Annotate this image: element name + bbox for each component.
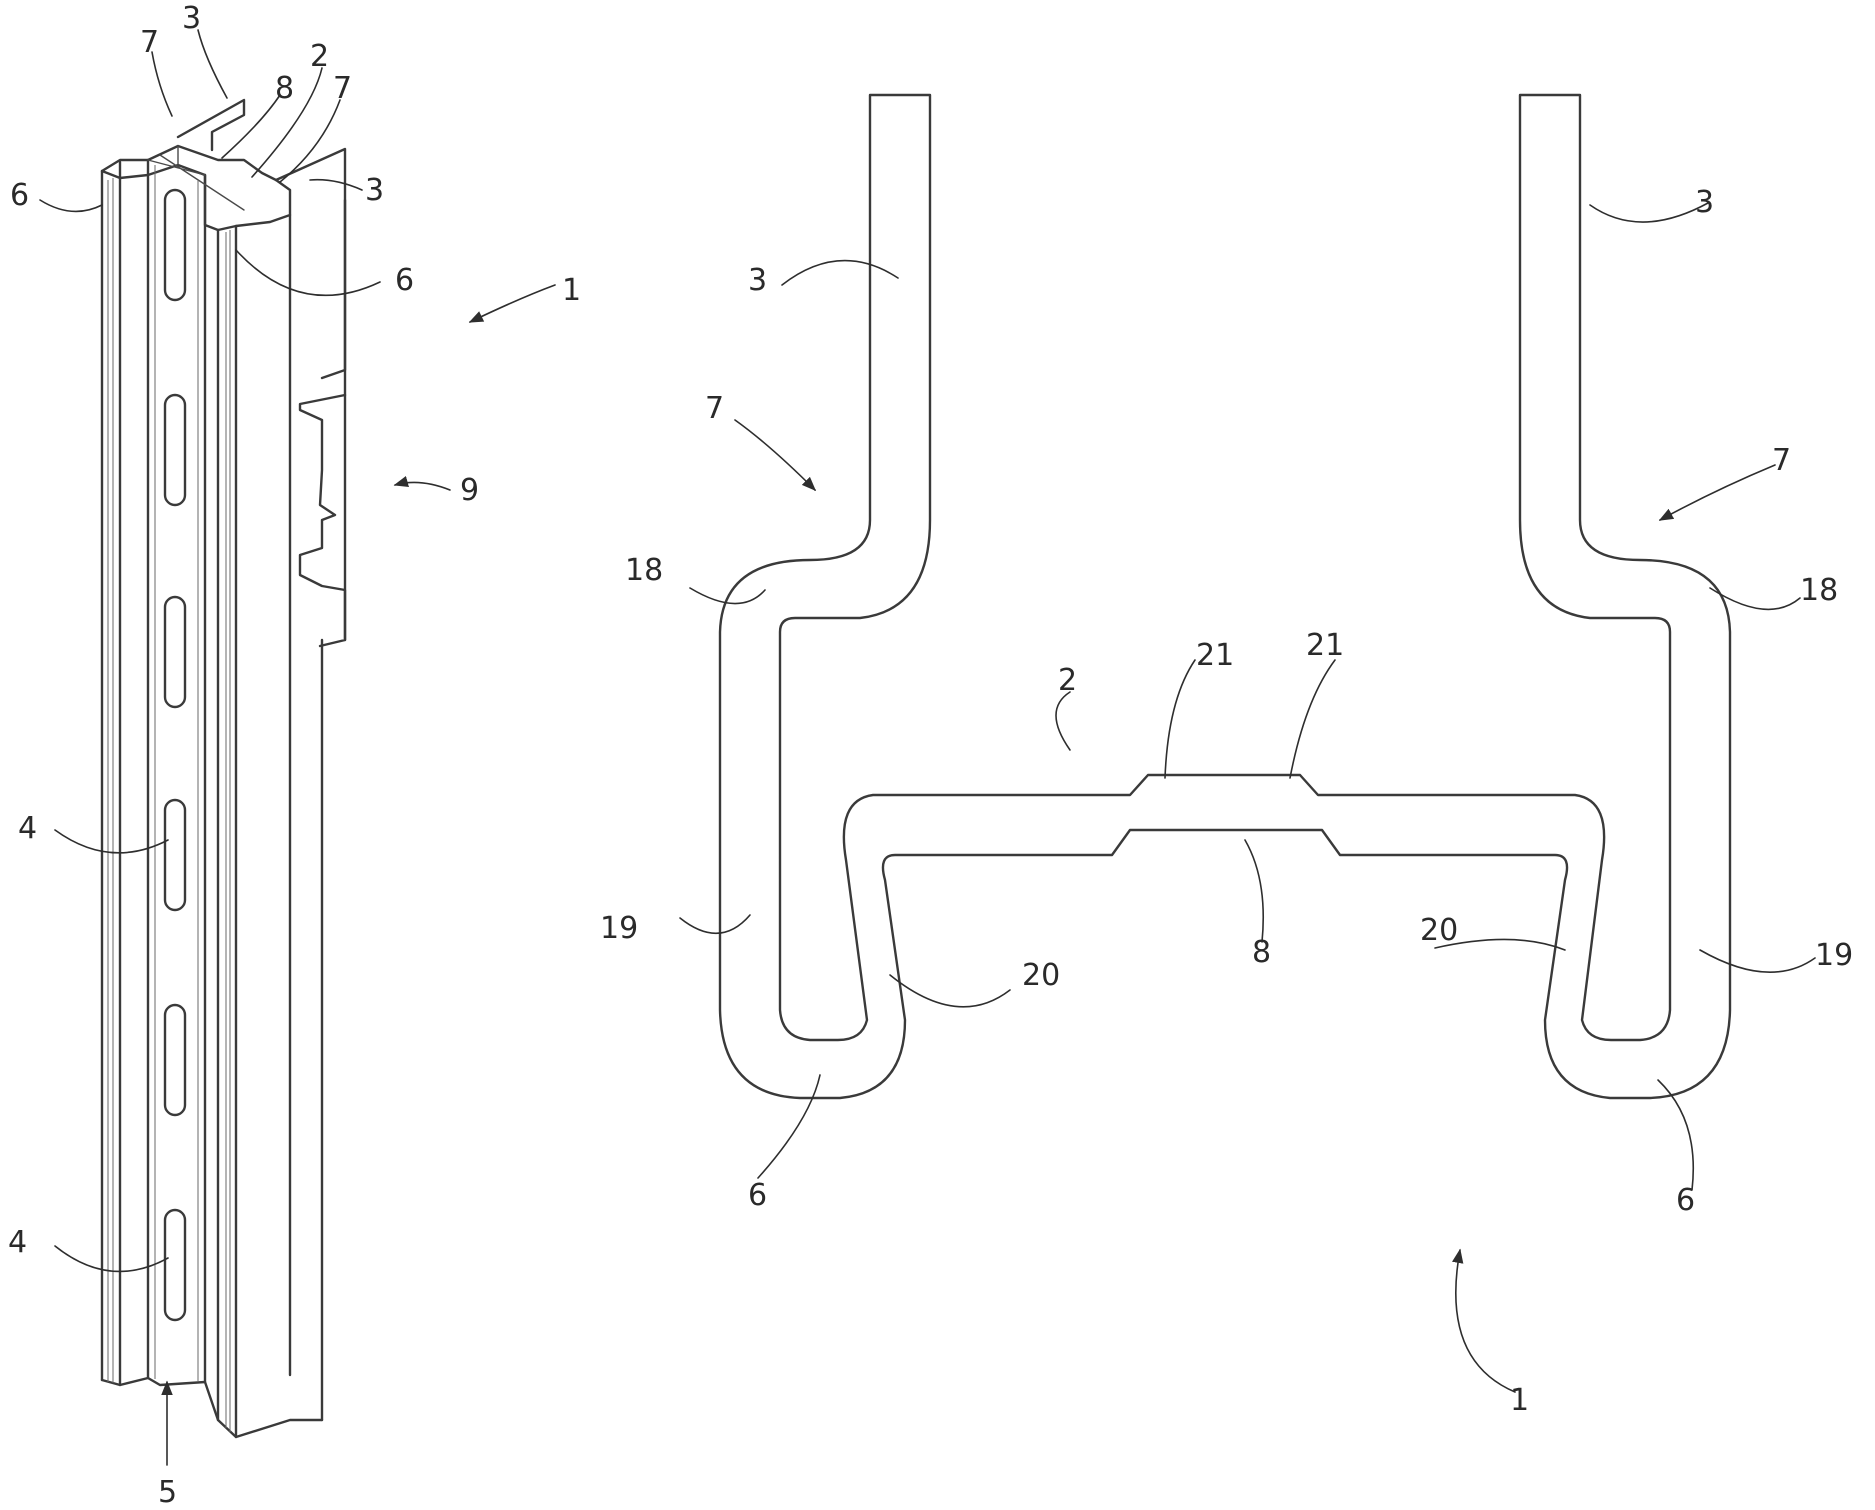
leader-bend-left — [689, 587, 766, 605]
leader-inner-right — [1434, 938, 1566, 951]
leader-edge-right — [1657, 1079, 1695, 1191]
shading — [107, 165, 231, 1432]
leader-web — [251, 67, 323, 178]
leader-lip-right — [1658, 464, 1776, 521]
leader-rail — [1452, 1248, 1516, 1393]
label-slot-a: 4 — [18, 811, 37, 846]
label-step-right: 21 — [1306, 628, 1344, 663]
label-flange-right: 3 — [1695, 185, 1714, 220]
leader-lip-a — [151, 51, 173, 117]
label-web: 2 — [310, 39, 329, 74]
leader-flange-left — [781, 259, 899, 286]
slots — [163, 188, 187, 1322]
label-channel: 8 — [1252, 935, 1271, 970]
body-back-edge — [320, 198, 347, 1422]
label-edge-right: 6 — [1676, 1183, 1695, 1218]
top-rim — [100, 144, 292, 232]
leader-bend-right — [1709, 587, 1801, 611]
label-edge-left: 6 — [748, 1178, 767, 1213]
slot — [163, 188, 187, 302]
leader-flange-a — [197, 29, 228, 99]
rear-flange-right — [274, 147, 347, 380]
label-lip-left: 7 — [705, 391, 724, 426]
slot — [163, 393, 187, 507]
leader-web — [1055, 691, 1071, 751]
top-web — [147, 145, 245, 211]
label-wall-right: 19 — [1815, 938, 1853, 973]
leader-lip-left — [734, 419, 817, 492]
leader-edge-b — [235, 249, 381, 297]
label-lip-b: 7 — [333, 71, 352, 106]
label-inner-left: 20 — [1022, 958, 1060, 993]
leader-channel — [1244, 839, 1265, 943]
label-inner-right: 20 — [1420, 913, 1458, 948]
leader-step-left — [1164, 659, 1196, 779]
rear-flange-left — [176, 98, 246, 152]
leader-edge-a — [39, 199, 103, 213]
label-lip-right: 7 — [1772, 443, 1791, 478]
label-edge-a: 6 — [10, 178, 29, 213]
label-lip-a: 7 — [140, 25, 159, 60]
label-flange-b: 3 — [365, 173, 384, 208]
leader-flange-right — [1589, 202, 1709, 223]
leader-inner-left — [889, 974, 1011, 1008]
slot — [163, 1208, 187, 1322]
label-edge-b: 6 — [395, 263, 414, 298]
label-bend-right: 18 — [1800, 573, 1838, 608]
slot — [163, 1003, 187, 1117]
leader-slot-a — [54, 829, 169, 854]
slot — [163, 595, 187, 709]
label-slot-b: 4 — [8, 1225, 27, 1260]
notch — [298, 393, 347, 648]
bottom-edge — [100, 1376, 324, 1439]
label-wall-left: 19 — [600, 911, 638, 946]
leader-wall-right — [1699, 949, 1816, 973]
label-flange-left: 3 — [748, 263, 767, 298]
slot — [163, 798, 187, 912]
leader-flange-b — [309, 178, 363, 191]
perspective-view: 3 7 2 8 7 3 6 6 1 9 4 4 5 — [8, 1, 581, 1510]
label-rail: 1 — [562, 273, 581, 308]
label-notch: 9 — [460, 473, 479, 508]
leader-rail — [468, 284, 556, 323]
label-channel: 8 — [275, 71, 294, 106]
profile-outer — [718, 93, 1732, 1100]
leader-lip-b — [279, 99, 341, 183]
leader-slot-b — [54, 1245, 169, 1273]
leader-edge-left — [757, 1074, 821, 1179]
leader-wall-left — [679, 914, 751, 935]
label-groove: 5 — [158, 1475, 177, 1510]
leader-channel — [221, 94, 281, 159]
section-view: 3 3 7 7 18 18 2 21 21 19 19 20 20 8 6 6 … — [600, 93, 1853, 1418]
label-bend-left: 18 — [625, 553, 663, 588]
leader-step-right — [1289, 659, 1336, 779]
label-flange-a: 3 — [182, 1, 201, 36]
label-step-left: 21 — [1196, 638, 1234, 673]
label-rail: 1 — [1510, 1383, 1529, 1418]
label-web: 2 — [1058, 663, 1077, 698]
leader-notch — [393, 475, 451, 491]
